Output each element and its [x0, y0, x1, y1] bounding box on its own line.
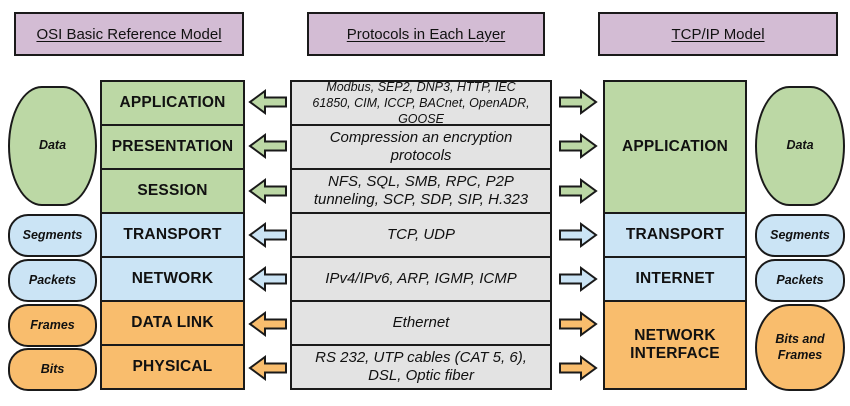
osi-layer-stack: APPLICATION PRESENTATION SESSION TRANSPO…	[100, 80, 245, 390]
pdu-label: Frames	[30, 317, 75, 332]
left-block-arrow-icon	[248, 310, 287, 337]
arrows-to-tcpip	[555, 80, 600, 390]
osi-layer-physical: PHYSICAL	[100, 344, 245, 390]
header-tcpip-model-label: TCP/IP Model	[671, 25, 765, 43]
header-osi-model-label: OSI Basic Reference Model	[36, 25, 222, 43]
pdu-label: Data	[786, 138, 814, 153]
left-block-arrow-icon	[248, 177, 287, 204]
header-protocols-label: Protocols in Each Layer	[346, 25, 506, 43]
protocols-stack: Modbus, SEP2, DNP3, HTTP, IEC 61850, CIM…	[290, 80, 552, 390]
right-block-arrow-icon	[558, 266, 598, 293]
right-arrow-application-3	[555, 169, 600, 213]
right-block-arrow-icon	[558, 354, 598, 381]
tcpip-layer-stack: APPLICATION TRANSPORT INTERNET NETWORK I…	[603, 80, 747, 390]
pdu-data-right: Data	[755, 86, 845, 206]
right-arrow-application-1	[555, 80, 600, 124]
protocols-physical: RS 232, UTP cables (CAT 5, 6), DSL, Opti…	[290, 344, 552, 390]
right-block-arrow-icon	[558, 177, 598, 204]
pdu-segments-left: Segments	[8, 214, 97, 257]
right-block-arrow-icon	[558, 133, 598, 160]
left-arrow-application	[246, 80, 290, 124]
pdu-label: Bits	[40, 361, 65, 376]
left-block-arrow-icon	[248, 354, 287, 381]
tcpip-layer-internet: INTERNET	[603, 256, 747, 302]
pdu-bits-and-frames-right: Bits and Frames	[755, 304, 845, 391]
pdu-packets-left: Packets	[8, 259, 97, 302]
pdu-label: Packets	[776, 272, 824, 287]
osi-layer-session: SESSION	[100, 168, 245, 214]
osi-layer-application: APPLICATION	[100, 80, 245, 126]
pdu-segments-right: Segments	[755, 214, 845, 257]
tcpip-layer-transport: TRANSPORT	[603, 212, 747, 258]
pdu-frames-left: Frames	[8, 304, 97, 347]
left-block-arrow-icon	[248, 133, 287, 160]
protocols-presentation: Compression an encryption protocols	[290, 124, 552, 170]
pdu-label: Segments	[770, 227, 830, 242]
protocols-network: IPv4/IPv6, ARP, IGMP, ICMP	[290, 256, 552, 302]
protocols-transport: TCP, UDP	[290, 212, 552, 258]
pdu-label: Data	[38, 138, 67, 153]
right-arrow-network-interface-1	[555, 301, 600, 345]
tcpip-layer-network-interface: NETWORK INTERFACE	[603, 300, 747, 390]
left-arrow-transport	[246, 213, 290, 257]
osi-layer-transport: TRANSPORT	[100, 212, 245, 258]
pdu-data-left: Data	[8, 86, 97, 206]
left-block-arrow-icon	[248, 89, 287, 116]
protocols-application: Modbus, SEP2, DNP3, HTTP, IEC 61850, CIM…	[290, 80, 552, 126]
left-arrow-data-link	[246, 301, 290, 345]
osi-layer-network: NETWORK	[100, 256, 245, 302]
pdu-packets-right: Packets	[755, 259, 845, 302]
tcpip-layer-application: APPLICATION	[603, 80, 747, 214]
right-arrow-application-2	[555, 124, 600, 168]
left-arrow-physical	[246, 346, 290, 390]
osi-layer-data-link: DATA LINK	[100, 300, 245, 346]
arrows-to-osi	[246, 80, 290, 390]
header-osi-model: OSI Basic Reference Model	[14, 12, 244, 56]
right-block-arrow-icon	[558, 310, 598, 337]
pdu-label: Packets	[28, 272, 77, 287]
header-tcpip-model: TCP/IP Model	[598, 12, 838, 56]
pdu-label: Bits and Frames	[775, 331, 825, 362]
left-block-arrow-icon	[248, 222, 287, 248]
left-block-arrow-icon	[248, 266, 287, 293]
right-arrow-transport	[555, 213, 600, 257]
right-arrow-internet	[555, 257, 600, 301]
osi-layer-presentation: PRESENTATION	[100, 124, 245, 170]
right-block-arrow-icon	[558, 222, 598, 248]
left-arrow-session	[246, 169, 290, 213]
pdu-bits-left: Bits	[8, 348, 97, 391]
protocols-session: NFS, SQL, SMB, RPC, P2P tunneling, SCP, …	[290, 168, 552, 214]
left-arrow-network	[246, 257, 290, 301]
pdu-label: Segments	[22, 227, 83, 242]
protocols-data-link: Ethernet	[290, 300, 552, 346]
right-block-arrow-icon	[558, 89, 598, 116]
header-protocols: Protocols in Each Layer	[307, 12, 545, 56]
right-arrow-network-interface-2	[555, 346, 600, 390]
left-arrow-presentation	[246, 124, 290, 168]
